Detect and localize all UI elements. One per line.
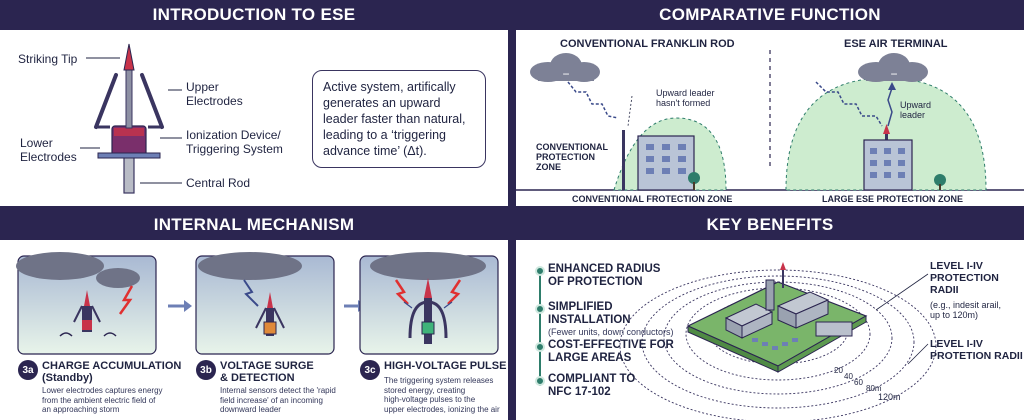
left-cloud: −	[530, 53, 600, 82]
upper-electrodes	[94, 73, 164, 129]
lower-electrode-plate	[97, 152, 161, 159]
svg-text:−: −	[562, 67, 569, 81]
step-c-title: HIGH-VOLTAGE PULSE	[384, 360, 507, 372]
step-c-desc: The triggering system releases stored en…	[384, 376, 500, 414]
benefits-header: KEY BENEFITS	[516, 210, 1024, 240]
level-sub-1: (e.g., indesit arail, up to 120m)	[930, 300, 1002, 320]
franklin-rod	[622, 130, 625, 190]
step-a-badge: 3a	[18, 360, 38, 380]
mechanism-header: INTERNAL MECHANISM	[0, 210, 508, 240]
ring-label-20: 20	[834, 366, 843, 375]
intro-header: INTRODUCTION TO ESE	[0, 0, 508, 30]
left-title: CONVENTIONAL FRANKLIN ROD	[560, 38, 735, 50]
left-zone-caption: CONVENTIONAL FROTECTION ZONE	[572, 194, 733, 204]
benefit-1-title: ENHANCED RADIUS OF PROTECTION	[548, 263, 661, 288]
right-cloud: −	[858, 53, 928, 82]
ring-label-80: 80m	[866, 384, 882, 393]
right-building	[863, 139, 913, 191]
upper-electrodes-label: Upper Electrodes	[186, 80, 243, 108]
striking-tip-label: Striking Tip	[18, 52, 78, 66]
step-a-desc: Lower electrodes captures energy from th…	[42, 386, 163, 414]
benefits-timeline	[539, 268, 541, 386]
benefit-bullet-1	[535, 266, 545, 276]
svg-text:−: −	[890, 67, 897, 81]
right-zone-caption: LARGE ESE PROTECTION ZONE	[822, 194, 964, 204]
leader-not-formed-label: Upward leader hasn't formed	[656, 88, 715, 108]
comparative-header: COMPARATIVE FUNCTION	[516, 0, 1024, 30]
benefit-4-title: COMPLIANT TO NFC 17-102	[548, 373, 636, 398]
benefit-2-sub: (Fewer units, down conductors)	[548, 327, 674, 337]
left-building	[637, 135, 695, 191]
lower-electrodes-label: Lower Electrodes	[20, 136, 77, 164]
level-title-1: LEVEL I-IV PROTECTION RADII	[930, 260, 999, 296]
mechanism-illustrations	[16, 252, 499, 355]
protection-zone-label: CONVENTIONAL PROTECTION ZONE	[536, 142, 608, 172]
benefit-2: SIMPLIFIED INSTALLATION (Fewer units, do…	[548, 301, 718, 338]
benefit-4: COMPLIANT TO NFC 17-102	[548, 373, 718, 399]
step-a-title: CHARGE ACCUMULATION (Standby)	[42, 360, 182, 384]
central-rod	[123, 154, 135, 194]
step-b-badge: 3b	[196, 360, 216, 380]
upward-leader-label: Upward leader	[900, 100, 932, 120]
ring-label-120: 120m	[878, 392, 901, 402]
ring-label-40: 40	[844, 372, 853, 381]
striking-tip	[123, 43, 135, 71]
ring-label-60: 60	[854, 378, 863, 387]
step-c-badge: 3c	[360, 360, 380, 380]
central-rod-label: Central Rod	[186, 176, 251, 190]
benefit-bullet-3	[535, 342, 545, 352]
ese-terminal-diagram	[80, 43, 182, 194]
comparative-panel: COMPARATIVE FUNCTION −	[516, 0, 1024, 206]
right-title: ESE AIR TERMINAL	[844, 38, 948, 50]
benefit-bullet-4	[535, 376, 545, 386]
level-title-2: LEVEL I-IV PROTETION RADII	[930, 338, 1023, 362]
intro-description: Active system, artifically generates an …	[323, 80, 466, 158]
ionization-label: Ionization Device/ Triggering System	[186, 128, 283, 156]
benefit-3: COST-EFFECTIVE FOR LARGE AREAS	[548, 339, 718, 365]
benefit-bullet-2	[535, 304, 545, 314]
step-b-title: VOLTAGE SURGE & DETECTION	[220, 360, 314, 384]
intro-description-box: Active system, artifically generates an …	[312, 70, 486, 168]
benefit-1: ENHANCED RADIUS OF PROTECTION	[548, 263, 718, 289]
mechanism-panel: INTERNAL MECHANISM	[0, 210, 508, 420]
benefits-panel: KEY BENEFITS 20	[516, 210, 1024, 420]
horizontal-divider	[0, 206, 1024, 210]
intro-panel: INTRODUCTION TO ESE Striking Tip Upper E…	[0, 0, 508, 206]
protection-radii-illustration	[619, 262, 937, 420]
vertical-divider	[508, 0, 516, 420]
step-b-desc: Internal sensors detect the 'rapid field…	[220, 386, 336, 414]
benefit-3-title: COST-EFFECTIVE FOR LARGE AREAS	[548, 339, 674, 364]
benefit-2-title: SIMPLIFIED INSTALLATION	[548, 301, 631, 326]
comparison-illustration: − −	[516, 50, 1024, 191]
